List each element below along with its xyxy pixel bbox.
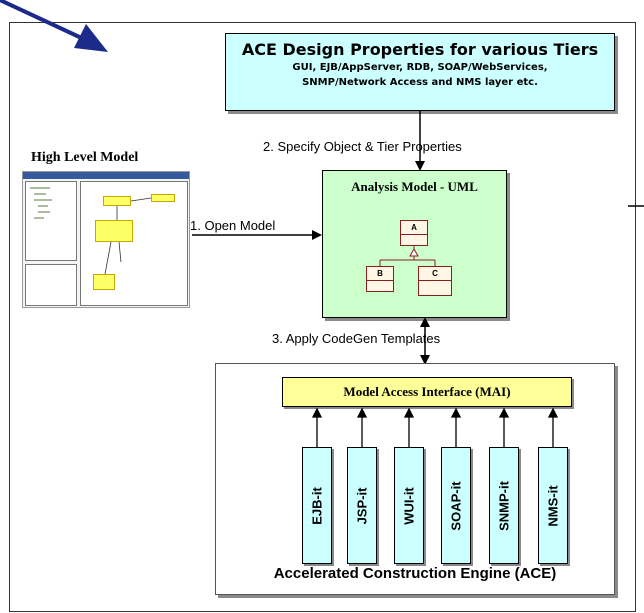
thumbnail-note — [95, 220, 133, 242]
uml-class-a-name: A — [401, 221, 427, 235]
mai-box: Model Access Interface (MAI) — [282, 377, 572, 407]
module-label: SNMP-it — [496, 480, 512, 531]
engine-title: Accelerated Construction Engine (ACE) — [273, 565, 557, 582]
high-level-model-thumbnail — [22, 171, 190, 308]
thumbnail-note — [93, 274, 115, 290]
thumbnail-connectors — [104, 197, 152, 275]
ace-design-properties-line2: SNMP/Network Access and NMS layer etc. — [302, 77, 538, 88]
module-label: NMS-it — [545, 484, 561, 527]
module-arrows — [311, 407, 559, 447]
ace-design-properties-box: ACE Design Properties for various Tiers … — [225, 33, 615, 111]
module-label: SOAP-it — [448, 480, 464, 531]
module-snmp-it: SNMP-it — [489, 447, 519, 564]
module-jsp-it: JSP-it — [347, 447, 377, 564]
high-level-model-title: High Level Model — [31, 150, 139, 165]
thumbnail-titlebar — [23, 172, 189, 179]
uml-class-a: A — [400, 220, 428, 246]
ace-design-properties-line1: GUI, EJB/AppServer, RDB, SOAP/WebService… — [292, 62, 548, 73]
thumbnail-properties-pane — [25, 264, 77, 306]
thumbnail-note — [103, 196, 131, 206]
module-soap-it: SOAP-it — [441, 447, 471, 564]
pointer-arrow — [0, 0, 108, 52]
module-label: WUI-it — [401, 486, 417, 525]
step3-label: 3. Apply CodeGen Templates — [272, 331, 441, 346]
analysis-model-title: Analysis Model - UML — [351, 179, 478, 194]
thumbnail-tree-pane — [25, 181, 77, 261]
uml-class-c-name: C — [419, 267, 451, 281]
open-model-arrow — [192, 230, 322, 240]
uml-class-b: B — [366, 266, 394, 292]
module-wui-it: WUI-it — [394, 447, 424, 564]
edge-connector-line — [628, 205, 644, 207]
module-ejb-it: EJB-it — [302, 447, 332, 564]
uml-inheritance-lines — [379, 246, 436, 266]
apply-codegen-arrow — [420, 317, 430, 365]
thumbnail-tree-lines — [30, 187, 52, 219]
ace-design-properties-title: ACE Design Properties for various Tiers — [241, 40, 599, 59]
uml-class-b-name: B — [367, 267, 393, 281]
module-label: EJB-it — [309, 486, 325, 525]
step1-label: 1. Open Model — [190, 218, 276, 233]
module-label: JSP-it — [354, 487, 370, 524]
step2-label: 2. Specify Object & Tier Properties — [263, 139, 462, 154]
thumbnail-note — [151, 194, 175, 202]
analysis-model-box: Analysis Model - UML A B C — [322, 170, 507, 318]
specify-properties-arrow — [415, 111, 425, 171]
uml-class-c: C — [418, 266, 452, 296]
module-nms-it: NMS-it — [538, 447, 568, 564]
thumbnail-canvas-pane — [80, 181, 188, 306]
